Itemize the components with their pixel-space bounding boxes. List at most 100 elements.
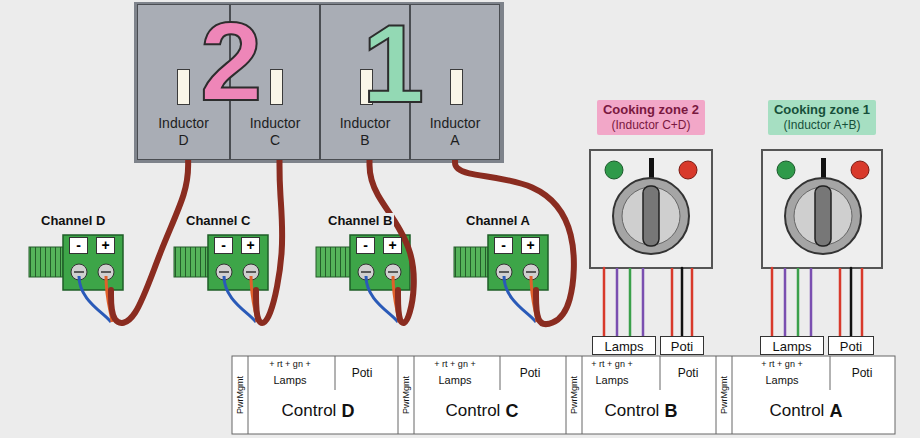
shape-rect [643,186,659,246]
connector-label: Poti [671,339,693,355]
label-holder: Lamps [765,374,798,387]
polarity-sign: - [69,237,88,254]
control-label: Control [282,401,337,421]
shape-rect [815,186,831,246]
shape-line [582,356,583,434]
shape-path [504,276,536,322]
inductor-cable [455,160,574,324]
polarity-sign: - [494,237,513,254]
shape-circle [605,161,623,179]
label-holder: + rt + gn + [761,359,802,369]
label-holder: PwrMgmt [569,376,579,414]
shape-circle [777,161,795,179]
table-cell: Lamps [273,374,306,387]
inductor-label: Inductor C [244,115,306,149]
channel-label: Channel D [39,213,107,229]
shape-rect [488,235,548,290]
polarity-sign: - [356,237,375,254]
shape-line [500,356,501,390]
shape-line [839,268,842,336]
table-cell: PwrMgmt [401,376,411,414]
table-cell: PwrMgmt [235,376,245,414]
shape-path [79,276,111,322]
connector-label: Poti [840,339,862,355]
shape-line [616,268,619,336]
table-cell: PwrMgmt [719,376,729,414]
shape-line [414,356,415,434]
label-holder: Lamps [438,374,471,387]
shape-line [810,268,813,336]
shape-line [388,271,398,273]
inductor-label: Inductor A [424,115,486,149]
zone-title: Cooking zone 2 [603,102,699,118]
control-wire [681,268,684,336]
shape-line [101,271,111,273]
table-cell: Poti [852,366,873,380]
inductor-label: Inductor D [153,115,215,149]
zone-title: Cooking zone 1 [774,102,870,118]
shape-rect [762,150,882,268]
shape-line [566,356,567,434]
inductor-cable [370,160,414,323]
shape-rect [590,150,712,268]
control-wire [603,268,606,336]
shape-path [366,276,398,322]
shape-line [361,271,371,273]
control-knob: Cooking zone 2(Inductor C+D) [590,100,712,268]
control-knob: Cooking zone 1(Inductor A+B) [762,100,882,268]
shape-line [642,268,645,336]
connector-box: Poti [660,336,704,355]
polarity-sign: + [96,237,115,254]
shape-circle [794,187,852,245]
shape-circle [851,161,869,179]
shape-circle [785,178,861,254]
label-holder: + rt + gn + [269,359,310,369]
coil-slot [270,69,283,105]
label-holder: Control [282,401,337,421]
label-holder: PwrMgmt [235,376,245,414]
table-cell: Lamps [438,374,471,387]
terminal-block: Channel B-+ [350,213,410,290]
shape-rect [29,247,63,277]
shape-rect [454,247,488,277]
channel-label: Channel C [184,213,252,229]
control-table [232,356,895,434]
terminal-row: -+ [356,237,410,254]
terminal-row: -+ [69,237,123,254]
label-holder: 1 [362,8,424,120]
connector-box: Lamps [760,336,824,355]
shape-rect [208,235,268,290]
inductor-panel [134,2,504,163]
shape-line [526,271,536,273]
connector-box: Lamps [592,336,656,355]
shape-line [246,271,256,273]
control-label: Control [770,401,825,421]
polarity-sign: + [521,237,540,254]
zone-number: 2 [200,6,262,118]
table-cell: Poti [352,366,373,380]
control-wire [850,268,853,336]
shape-line [830,356,831,390]
knob-zone-1 [762,150,882,268]
label-holder: A [829,401,842,421]
connector-label: Lamps [604,339,643,355]
table-cell: Lamps [765,374,798,387]
terminal-row: -+ [214,237,268,254]
terminal-block: Channel A-+ [488,213,548,290]
shape-rect [174,247,208,277]
label-holder: B [664,401,677,421]
control-label: C [505,401,518,421]
control-label: D [341,401,354,421]
shape-line [219,271,229,273]
control-label: Control [605,401,660,421]
shape-line [671,268,674,336]
terminal-block: Channel D-+ [63,213,123,290]
zone-number: 1 [362,8,424,120]
control-label: A [829,401,842,421]
coil-slot [450,69,463,105]
shape-rect [316,247,350,277]
label-holder: Lamps [273,374,306,387]
